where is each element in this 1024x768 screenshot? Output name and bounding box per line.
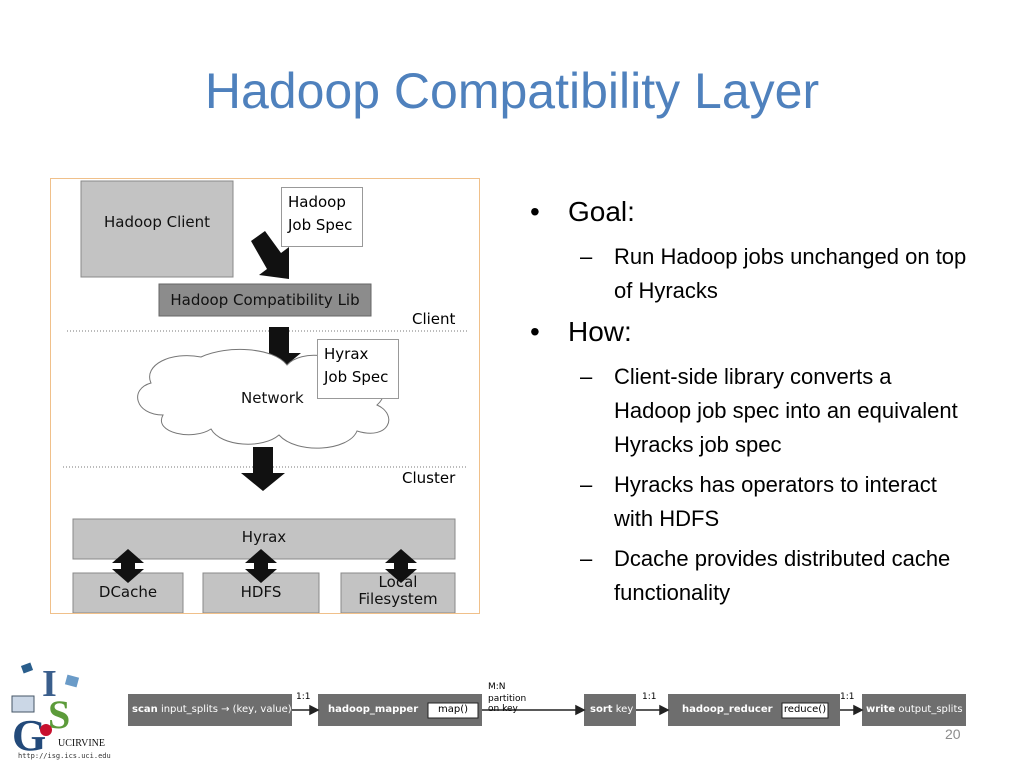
uci-text: UCIRVINE (58, 738, 105, 749)
hadoop-job-spec-line1: Hadoop (288, 193, 346, 211)
compat-lib-box (158, 283, 372, 317)
svg-text:I: I (42, 663, 57, 705)
architecture-diagram: Hadoop Client Hadoop Job Spec Hadoop Com… (50, 178, 480, 614)
hadoop-job-spec-box: Hadoop Job Spec (281, 187, 363, 247)
hadoop-client-box (80, 180, 234, 278)
down-arrow-icon (241, 447, 285, 491)
hyrax-label: Hyrax (241, 528, 287, 546)
sub-bullet: –Run Hadoop jobs unchanged on top of Hyr… (580, 244, 967, 303)
bullet-list: •Goal: –Run Hadoop jobs unchanged on top… (530, 196, 970, 616)
sub-bullet: –Hyracks has operators to interact with … (580, 472, 937, 531)
diagram-shapes (63, 180, 467, 613)
stage-op: write (866, 704, 896, 715)
pipeline-stage-scan: scan input_splits → (key, value) (132, 704, 292, 715)
stage-op: sort (590, 704, 613, 715)
edge-label: M:N (488, 682, 506, 692)
local-fs-line1: Local (378, 573, 418, 591)
hyrax-job-spec-line2: Job Spec (324, 368, 389, 386)
bullet-how-text: How: (568, 316, 632, 347)
network-label: Network (241, 389, 304, 407)
bullet-how: •How: (530, 316, 632, 347)
hyrax-job-spec-box: Hyrax Job Spec (317, 339, 399, 399)
edge-note: partition on key (488, 694, 527, 714)
isg-logo: I S G (11, 662, 80, 760)
map-function: map() (437, 704, 469, 715)
svg-text:G: G (12, 711, 46, 760)
edge-label: 1:1 (840, 692, 855, 702)
local-fs-label: Local Filesystem (341, 574, 455, 608)
stage-op: scan (132, 704, 158, 715)
edge-label: 1:1 (642, 692, 657, 702)
hdfs-label: HDFS (240, 583, 282, 601)
hadoop-client-label: Hadoop Client (103, 213, 211, 231)
sub-bullet-text: Hyracks has operators to interact with H… (614, 472, 937, 531)
sub-bullet: –Dcache provides distributed cache funct… (580, 546, 951, 605)
cluster-label: Cluster (402, 469, 456, 487)
sub-bullet-text: Run Hadoop jobs unchanged on top of Hyra… (614, 244, 967, 303)
bidirectional-arrow-icon (112, 549, 417, 583)
compat-lib-label: Hadoop Compatibility Lib (170, 291, 360, 309)
pipeline-stage-write: write output_splits (866, 704, 963, 715)
sub-bullet-text: Client-side library converts a Hadoop jo… (614, 364, 958, 457)
stage-arg: key (615, 704, 634, 715)
stage-arg: output_splits (898, 704, 963, 715)
slide-number: 20 (945, 726, 961, 742)
hadoop-job-spec-line2: Job Spec (288, 216, 353, 234)
local-fs-line2: Filesystem (358, 590, 438, 608)
stage-arg: input_splits → (key, value) (160, 704, 292, 715)
edge-label: 1:1 (296, 692, 311, 702)
bullet-goal-text: Goal: (568, 196, 635, 227)
svg-text:S: S (48, 692, 70, 737)
client-label: Client (412, 310, 456, 328)
pipeline-shapes (128, 694, 966, 726)
pipeline-stage-reducer: hadoop_reducer (682, 704, 773, 715)
pipeline-stage-mapper: hadoop_mapper (328, 704, 419, 715)
logo-url: http://isg.ics.uci.edu (18, 752, 111, 760)
reduce-function: reduce() (783, 704, 827, 715)
sub-bullet-text: Dcache provides distributed cache functi… (614, 546, 951, 605)
arrow-icon (251, 231, 289, 279)
slide-title: Hadoop Compatibility Layer (204, 63, 820, 119)
bullet-goal: •Goal: (530, 196, 635, 227)
sub-bullet: –Client-side library converts a Hadoop j… (580, 364, 958, 457)
hyrax-job-spec-line1: Hyrax (324, 345, 369, 363)
dcache-label: DCache (98, 583, 158, 601)
pipeline-stage-sort: sort key (590, 704, 633, 715)
